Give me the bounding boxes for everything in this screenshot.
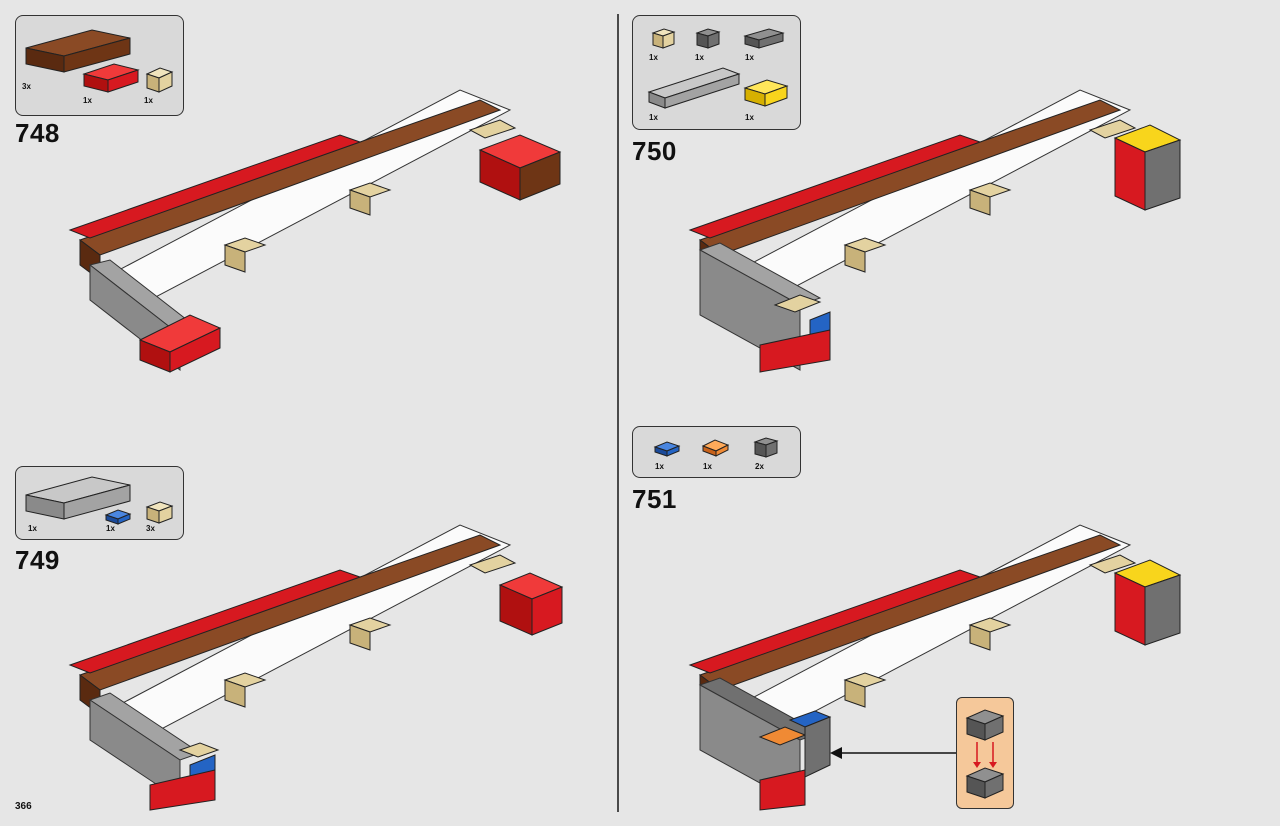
dark-gray-clip-brick-icon [695, 28, 721, 49]
parts-list-750: 1x 1x 1x 1x 1x [632, 15, 801, 130]
clip-brick-pair-icon [965, 709, 1005, 799]
step-number: 748 [15, 118, 60, 148]
part-count: 1x [745, 113, 754, 122]
part-count: 1x [28, 524, 37, 533]
column-divider [617, 14, 619, 812]
callout-arrow [830, 747, 956, 759]
parts-list-751: 1x 1x 2x [632, 426, 801, 478]
gray-technic-beam-1x8-icon [647, 67, 741, 109]
part-count: 1x [649, 113, 658, 122]
brown-brick-2x8-icon [25, 29, 131, 73]
model-step-751 [688, 524, 1182, 811]
step-number: 750 [632, 136, 677, 166]
parts-list-748: 3x 1x 1x [15, 15, 184, 116]
step-number: 749 [15, 545, 60, 575]
step-number: 751 [632, 484, 677, 514]
orange-plate-2x2-icon [701, 439, 730, 457]
model-step-749 [68, 524, 564, 811]
parts-list-749: 1x 1x 3x [15, 466, 184, 540]
yellow-brick-2x3-icon [743, 79, 789, 107]
red-brick-2x4-icon [82, 63, 140, 93]
part-count: 1x [144, 96, 153, 105]
part-count: 1x [745, 53, 754, 62]
part-count: 1x [655, 462, 664, 471]
blue-plate-1x2-icon [653, 441, 681, 457]
part-count: 1x [703, 462, 712, 471]
tan-slope-brick-icon [145, 67, 174, 93]
tan-slope-brick-icon [145, 501, 174, 524]
gray-brick-2x8-icon [25, 476, 131, 520]
part-count: 3x [22, 82, 31, 91]
blue-plate-1x2-icon [104, 509, 132, 525]
page-number: 366 [15, 801, 32, 812]
model-step-750 [688, 89, 1182, 373]
sub-assembly-callout [956, 697, 1014, 809]
tan-slope-brick-icon [651, 28, 676, 49]
model-step-748 [68, 89, 562, 373]
part-count: 1x [106, 524, 115, 533]
dark-gray-clip-brick-icon [753, 437, 779, 458]
part-count: 3x [146, 524, 155, 533]
part-count: 1x [695, 53, 704, 62]
part-count: 1x [83, 96, 92, 105]
dark-gray-brick-1x4-icon [743, 28, 785, 49]
part-count: 2x [755, 462, 764, 471]
part-count: 1x [649, 53, 658, 62]
